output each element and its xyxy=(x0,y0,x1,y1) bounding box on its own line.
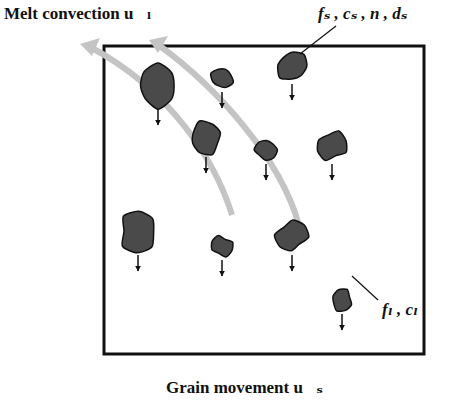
grain xyxy=(192,121,220,155)
liquid-phase-label: fₗ , cₗ xyxy=(382,300,418,320)
grain xyxy=(141,63,175,109)
grain xyxy=(211,69,234,88)
convection-arrowhead xyxy=(149,36,168,53)
grains xyxy=(122,52,352,330)
convection-arrowhead xyxy=(80,38,100,56)
grain-velocity-arrow xyxy=(221,260,223,276)
leader-line xyxy=(300,26,336,54)
grain-velocity-arrow xyxy=(157,109,159,125)
control-volume xyxy=(104,46,424,354)
grain-velocity-arrow xyxy=(137,255,139,271)
grain xyxy=(333,289,352,311)
grain-velocity-arrow xyxy=(291,84,293,100)
grain-velocity-arrow xyxy=(205,157,207,173)
grain xyxy=(254,140,277,160)
grain-velocity-arrow xyxy=(221,92,223,108)
grain-movement-label: Grain movement u⃗ₛ xyxy=(166,378,323,398)
convection-label: Melt convection u⃗ₗ xyxy=(4,4,152,24)
grain xyxy=(317,131,347,161)
convection-arrows xyxy=(80,36,298,222)
grain xyxy=(122,211,154,253)
grain xyxy=(211,235,233,257)
solid-phase-label: fₛ , cₛ , n , dₛ xyxy=(318,4,408,24)
grain-velocity-arrow xyxy=(265,164,267,180)
grain-velocity-arrow xyxy=(341,314,343,330)
grain xyxy=(274,220,308,251)
leader-line xyxy=(352,276,378,300)
grain xyxy=(278,52,307,79)
grain-velocity-arrow xyxy=(291,255,293,271)
grain-velocity-arrow xyxy=(331,164,333,180)
